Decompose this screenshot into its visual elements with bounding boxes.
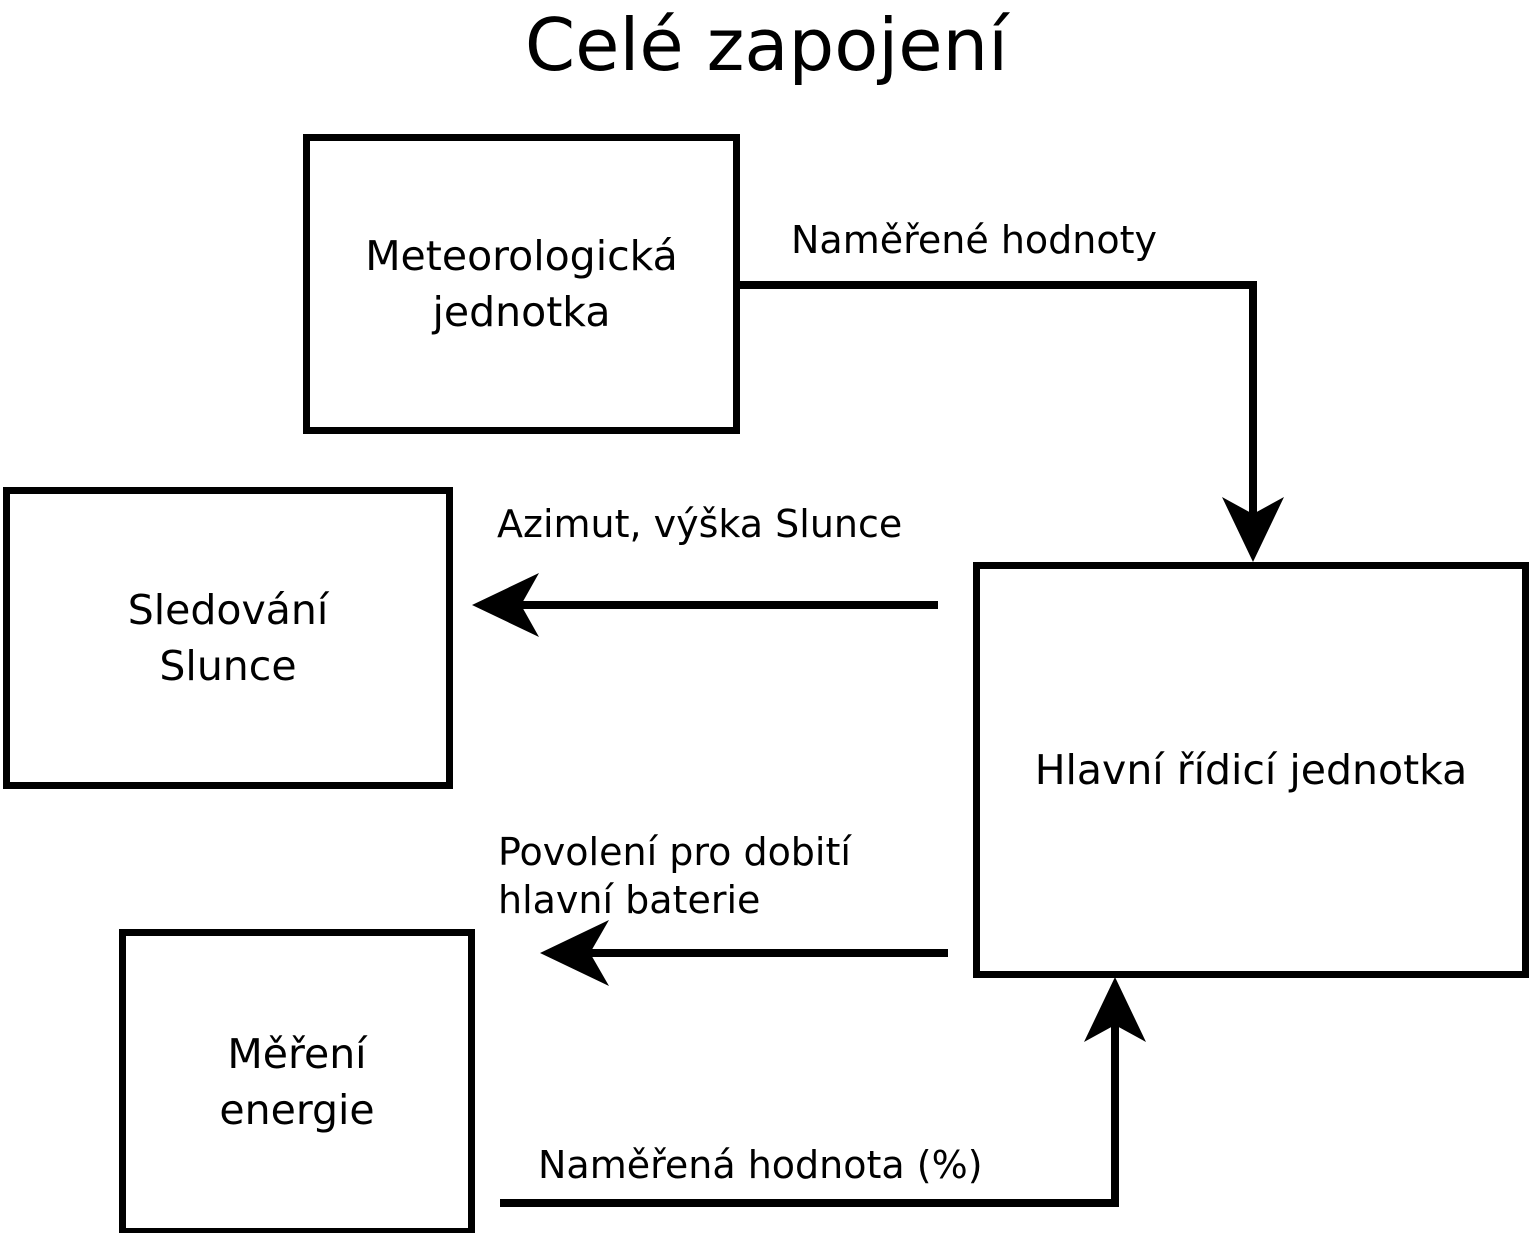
page-title: Celé zapojení xyxy=(524,3,1009,87)
node-mereni-energie[interactable]: Měření energie xyxy=(119,929,475,1233)
node-label: Hlavní řídicí jednotka xyxy=(1034,746,1468,794)
edge-label-measured-value-percent: Naměřená hodnota (%) xyxy=(538,1143,983,1187)
node-label: Meteorologická jednotka xyxy=(365,232,678,336)
edge-label-measured-values: Naměřené hodnoty xyxy=(791,218,1157,262)
node-meteorologicka-jednotka[interactable]: Meteorologická jednotka xyxy=(303,134,740,434)
edge-main-to-tracking xyxy=(472,573,938,637)
edge-main-to-energy xyxy=(540,920,948,986)
node-sledovani-slunce[interactable]: Sledování Slunce xyxy=(3,487,453,789)
node-label: Měření energie xyxy=(219,1030,375,1134)
node-label: Sledování Slunce xyxy=(127,586,329,690)
edge-label-charge-permission: Povolení pro dobití hlavní baterie xyxy=(498,830,851,922)
edge-label-azimuth-sun-elevation: Azimut, výška Slunce xyxy=(497,502,903,546)
node-hlavni-ridici-jednotka[interactable]: Hlavní řídicí jednotka xyxy=(973,562,1529,978)
